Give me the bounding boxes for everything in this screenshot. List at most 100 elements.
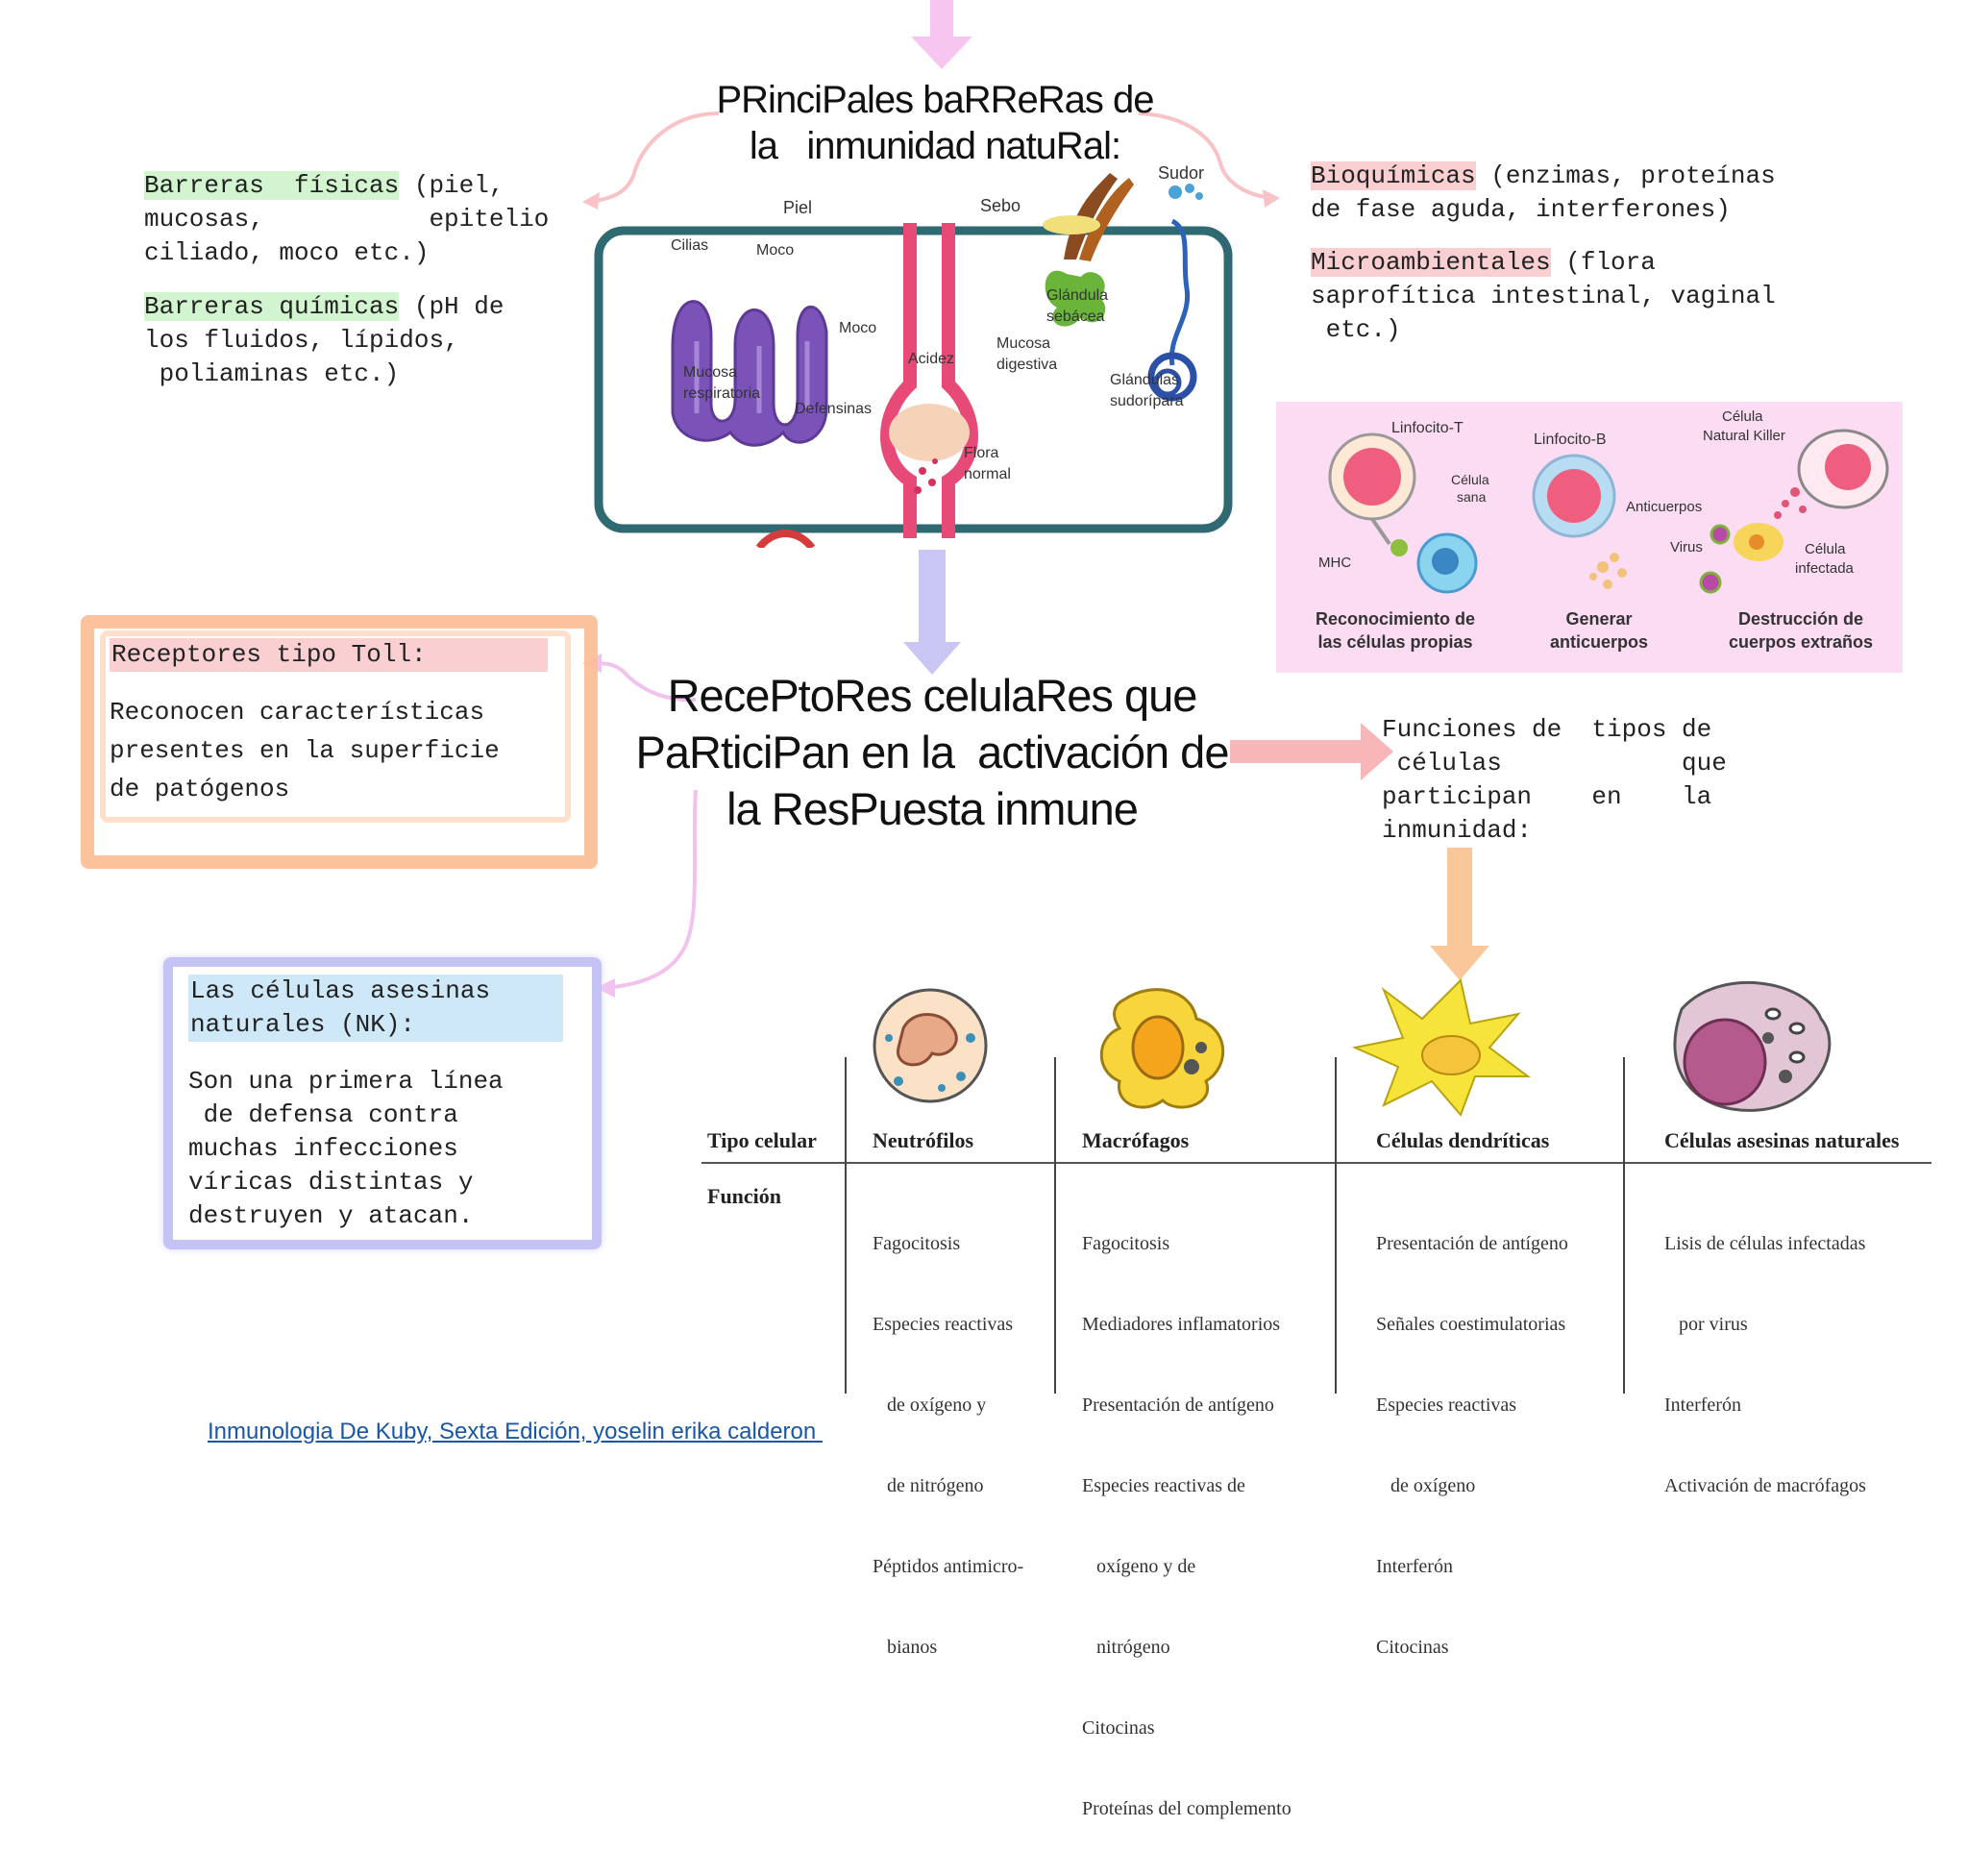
toll-receptors-text: Receptores tipo Toll: Reconocen caracter… [110, 638, 548, 808]
physical-barriers-label: Barreras físicas [144, 171, 400, 200]
toll-receptors-line2: presentes en la superficie [110, 736, 500, 765]
biochemical-line1: (enzimas, proteínas [1475, 161, 1776, 190]
table-funcion: Función [707, 1184, 782, 1208]
curve-arrow-to-toll [587, 661, 697, 703]
functions-line1: Funciones de tipos de [1382, 715, 1712, 744]
respiratory-mucosa-detail [694, 341, 810, 413]
microenvironmental-line1: (flora [1550, 248, 1656, 277]
nk-cells-line5: destruyen y atacan. [188, 1201, 474, 1230]
toll-receptors-inner-frame [100, 630, 571, 823]
lavender-down-arrow [903, 550, 961, 675]
nk-fn-1: por virus [1664, 1314, 1748, 1335]
biochemical-label: Bioquímicas [1311, 161, 1476, 190]
toll-receptors-line3: de patógenos [110, 775, 290, 803]
label-linfocito-t: Linfocito-T [1391, 420, 1464, 436]
label-infectada-2: infectada [1795, 560, 1855, 577]
label-acidez: Acidez [908, 351, 954, 367]
chemical-barriers-line2: los fluidos, lípidos, [144, 326, 459, 355]
label-mucosa-dig-2: digestiva [996, 357, 1057, 373]
sweat-gland-coil [1147, 352, 1197, 402]
dendritic-fn-4: Interferón [1376, 1556, 1453, 1577]
receptors-title-line2: PaRticiPan en la activación de [635, 727, 1230, 778]
salmon-right-arrow [1230, 723, 1393, 780]
macrophage-fn-4: oxígeno y de [1082, 1556, 1196, 1577]
receptors-title: RecePtoRes celulaRes que PaRticiPan en l… [634, 667, 1230, 837]
neutrophil-fn-3: de nitrógeno [873, 1475, 984, 1496]
curve-arrow-head-left [582, 192, 600, 210]
physical-barriers-line1: (piel, [399, 171, 504, 200]
nk-cells-line2: de defensa contra [188, 1100, 458, 1129]
chemical-barriers-line1: (pH de [399, 292, 504, 321]
sebum-shape [1043, 215, 1100, 234]
nk-cells-line3: muchas infecciones [188, 1134, 458, 1163]
macrophage-fn-0: Fagocitosis [1082, 1233, 1170, 1254]
caption-antibodies-1: Generar [1565, 609, 1632, 629]
col-header-dendritic: Células dendríticas [1376, 1128, 1550, 1152]
nk-cells-title-line2: naturales (NK): [190, 1010, 416, 1039]
physical-barriers-line2: mucosas, epitelio [144, 205, 550, 234]
table-col-nk: Células asesinas naturales Lisis de célu… [1664, 1128, 1899, 1553]
label-sebo: Sebo [980, 196, 1021, 215]
neutrophil-fn-0: Fagocitosis [873, 1233, 961, 1254]
label-glandulas-2: sudorípara [1110, 393, 1184, 409]
source-link[interactable]: Inmunologia De Kuby, Sexta Edición, yose… [208, 1419, 823, 1444]
dendritic-fn-2: Especies reactivas [1376, 1395, 1517, 1416]
dendritic-fn-1: Señales coestimulatorias [1376, 1314, 1566, 1335]
label-mucosa-dig-1: Mucosa [996, 335, 1050, 352]
macrophage-fn-1: Mediadores inflamatorios [1082, 1314, 1281, 1335]
nk-cells-title: Las células asesinas naturales (NK): [188, 975, 563, 1042]
nk-fn-3: Activación de macrófagos [1664, 1475, 1866, 1496]
sweat-drop-1 [1168, 185, 1182, 199]
virus-icon [1710, 524, 1731, 545]
nk-cells-line1: Son una primera línea [188, 1067, 504, 1096]
functions-line2: células que [1382, 749, 1727, 778]
label-linfocito-b: Linfocito-B [1534, 432, 1607, 448]
barrier-illustration: Piel Cilias Moco Mucosa respiratoria Moc… [594, 163, 1233, 548]
respiratory-mucosa-shape [671, 300, 828, 447]
antibodies-icon [1589, 553, 1627, 589]
b-cell-nucleus [1547, 469, 1601, 523]
receptors-title-line3: la ResPuesta inmune [726, 783, 1139, 834]
canal-right-wall [942, 223, 978, 538]
label-piel: Piel [783, 198, 812, 217]
curve-arrow-to-physical [585, 111, 720, 204]
hair-shape [1064, 173, 1118, 259]
table-tipo-celular: Tipo celular [707, 1128, 817, 1152]
nk-cell-illustration [1673, 980, 1832, 1112]
label-sudor: Sudor [1158, 163, 1204, 183]
neutrophil-fn-4: Péptidos antimicro- [873, 1556, 1024, 1577]
macrophage-fn-5: nitrógeno [1082, 1637, 1170, 1658]
chemical-barriers-text: Barreras químicas (pH de los fluidos, lí… [144, 290, 557, 391]
label-virus: Virus [1670, 539, 1703, 555]
functions-line4: inmunidad: [1382, 816, 1533, 845]
col-header-neutrophils: Neutrófilos [873, 1128, 974, 1152]
functions-line3: participan en la [1382, 782, 1712, 811]
toll-receptors-box [81, 615, 598, 869]
caption-destruction-1: Destrucción de [1738, 609, 1863, 629]
curve-arrow-head-right [1263, 189, 1280, 208]
normal-flora-dots [914, 458, 938, 494]
macrophage-fn-6: Citocinas [1082, 1717, 1155, 1739]
toll-receptors-title: Receptores tipo Toll: [110, 638, 548, 672]
hair-shape-2 [1079, 178, 1134, 261]
microenvironmental-line2: saprofítica intestinal, vaginal [1311, 282, 1776, 310]
neutrophil-illustration [873, 988, 988, 1103]
label-glandula-1: Glándula [1046, 287, 1108, 304]
top-down-arrow [911, 0, 972, 69]
macrophage-fn-2: Presentación de antígeno [1082, 1395, 1274, 1416]
neutrophil-fn-1: Especies reactivas [873, 1314, 1014, 1335]
sweat-drop-3 [1195, 192, 1203, 200]
dendritic-fn-0: Presentación de antígeno [1376, 1233, 1568, 1254]
curve-arrow-to-nk [603, 789, 698, 990]
curve-arrow-head-nk [596, 978, 615, 998]
peach-down-arrow [1430, 848, 1489, 980]
microenvironmental-label: Microambientales [1311, 248, 1551, 277]
label-flora-2: normal [964, 466, 1011, 482]
microenvironmental-barriers-text: Microambientales (flora saprofítica inte… [1311, 246, 1849, 347]
nk-cells-title-line1: Las células asesinas [190, 976, 491, 1005]
label-celula-sana-2: sana [1457, 489, 1487, 505]
nk-cells-line4: víricas distintas y [188, 1168, 474, 1197]
nk-cells-text: Las células asesinas naturales (NK): Son… [188, 975, 563, 1233]
dendritic-fn-3: de oxígeno [1376, 1475, 1476, 1496]
biochemical-barriers-text: Bioquímicas (enzimas, proteínas de fase … [1311, 160, 1849, 227]
